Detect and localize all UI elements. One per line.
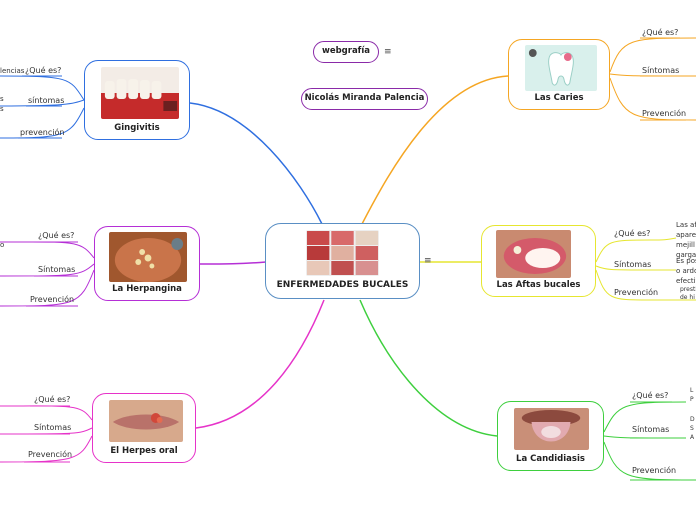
herpes-what-label[interactable]: ¿Qué es? [34,395,71,404]
author-label: Nicolás Miranda Palencia [304,93,425,103]
webgrafia-pill[interactable]: webgrafía [313,41,379,63]
candidiasis-title: La Candidiasis [516,454,585,464]
subbranches-caries [609,37,696,121]
candidiasis-what-text: L P [690,387,694,403]
node-caries[interactable]: Las Caries [508,39,610,110]
aftas-image [496,230,571,278]
herpangina-symptoms-label[interactable]: Síntomas [38,265,76,274]
center-node[interactable]: ENFERMEDADES BUCALES [265,223,420,299]
node-herpes[interactable]: El Herpes oral [92,393,196,463]
aftas-what-text: Las af apare mejill garga [676,221,696,259]
aftas-symptoms-text: Es pos o ardo [676,257,696,275]
herpangina-cut-text-1: o [0,241,5,249]
aftas-what-label[interactable]: ¿Qué es? [614,229,651,238]
node-candidiasis[interactable]: La Candidiasis [497,401,604,471]
center-menu-icon[interactable]: ≡ [424,256,432,266]
center-collage-image [306,230,379,276]
aftas-prevention-label[interactable]: Prevención [614,288,659,297]
caries-title: Las Caries [534,93,584,103]
subbranches-aftas [595,237,696,301]
candidiasis-symptoms-label[interactable]: Síntomas [632,425,670,434]
herpangina-what-label[interactable]: ¿Qué es? [38,231,75,240]
branch-gingivitis [189,102,323,225]
branch-candidiasis [359,299,498,437]
webgrafia-label: webgrafía [321,46,371,56]
candidiasis-symptoms-text: D S A [690,416,695,441]
branch-herpangina [199,261,267,265]
center-title: ENFERMEDADES BUCALES [276,280,409,290]
branch-caries [361,75,509,225]
herpes-prevention-label[interactable]: Prevención [28,450,73,459]
gingivitis-what-label[interactable]: ¿Qué es? [25,66,62,75]
herpes-symptoms-label[interactable]: Síntomas [34,423,72,432]
node-gingivitis[interactable]: Gingivitis [84,60,190,140]
branch-herpes [195,299,325,429]
menu-icon[interactable]: ≡ [384,47,392,57]
subbranches-herpangina [0,241,95,307]
subbranches-candidiasis [603,401,696,481]
herpes-image [109,400,183,442]
gingivitis-symptoms-label[interactable]: síntomas [28,96,65,105]
candidiasis-what-label[interactable]: ¿Qué es? [632,391,669,400]
herpangina-prevention-label[interactable]: Prevención [30,295,75,304]
gingivitis-cut-text-2: s [0,95,4,103]
subbranches-herpes [0,405,93,463]
gingivitis-cut-text-1: lencias [0,67,25,75]
gingivitis-title: Gingivitis [114,123,160,133]
caries-symptoms-label[interactable]: Síntomas [642,66,680,75]
gingivitis-prevention-label[interactable]: prevención [20,128,65,137]
aftas-symptoms-label[interactable]: Síntomas [614,260,652,269]
caries-what-label[interactable]: ¿Qué es? [642,28,679,37]
candidiasis-prevention-label[interactable]: Prevención [632,466,677,475]
herpangina-title: La Herpangina [112,284,182,294]
node-herpangina[interactable]: La Herpangina [94,226,200,301]
aftas-title: Las Aftas bucales [496,280,581,290]
aftas-prevention-text: efectiv presti de hi [676,277,696,301]
caries-prevention-label[interactable]: Prevención [642,109,687,118]
caries-image [525,45,597,91]
candidiasis-image [514,408,589,450]
gingivitis-cut-text-3: s [0,105,4,113]
herpangina-image [109,232,187,282]
subbranches-gingivitis [0,75,85,139]
author-pill[interactable]: Nicolás Miranda Palencia [301,88,428,110]
node-aftas[interactable]: Las Aftas bucales [481,225,596,297]
gingivitis-image [101,67,179,119]
herpes-title: El Herpes oral [110,446,178,456]
